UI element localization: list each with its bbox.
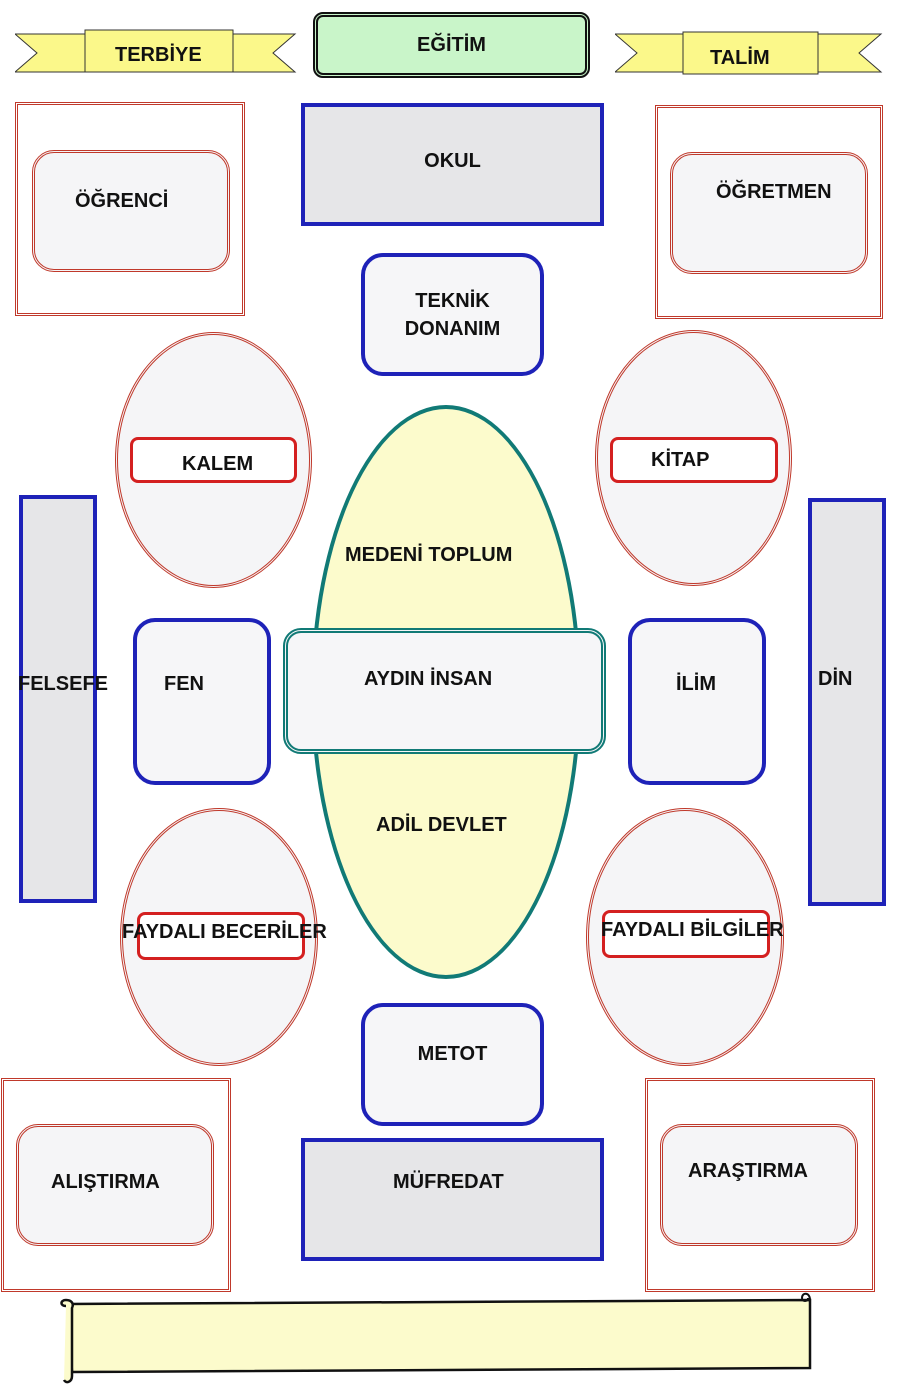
curriculum-label: MÜFREDAT <box>393 1171 504 1193</box>
corner-box-top-right <box>670 152 868 274</box>
oval-label-top-left: KALEM <box>182 453 254 475</box>
corner-box-top-left <box>32 150 230 272</box>
center-label-middle: AYDIN İNSAN <box>364 668 493 690</box>
center-box <box>283 628 606 754</box>
side-label-left: FELSEFE <box>18 673 109 695</box>
corner-box-bottom-left <box>16 1124 214 1246</box>
pill-bottom-right <box>602 910 770 958</box>
center-label-top: MEDENİ TOPLUM <box>345 544 513 566</box>
oval-label-top-right: KİTAP <box>651 449 710 471</box>
method-box: METOT <box>361 1003 544 1126</box>
ribbon-right-label: TALİM <box>710 47 770 69</box>
bottom-scroll <box>60 1292 812 1384</box>
ribbon-right <box>615 31 883 75</box>
method-label: METOT <box>417 1043 488 1065</box>
corner-box-bottom-right <box>660 1124 858 1246</box>
ribbon-left-label: TERBİYE <box>115 44 202 66</box>
pill-bottom-left <box>137 912 305 960</box>
center-label-bottom: ADİL DEVLET <box>376 814 507 836</box>
curriculum-box <box>301 1138 604 1261</box>
header-center-box: EĞİTİM <box>313 12 590 78</box>
middle-box-left <box>133 618 271 785</box>
header-center-label: EĞİTİM <box>417 33 486 56</box>
side-bar-right <box>808 498 886 906</box>
corner-label-top-left: ÖĞRENCİ <box>75 190 169 212</box>
technical-label: TEKNİK DONANIM <box>404 289 501 340</box>
oval-label-bottom-right: FAYDALI BİLGİLER <box>601 919 784 941</box>
side-label-right: DİN <box>818 668 853 690</box>
school-label: OKUL <box>424 150 481 172</box>
pill-top-right <box>610 437 778 483</box>
middle-label-left: FEN <box>164 673 204 695</box>
middle-box-right <box>628 618 766 785</box>
school-box: OKUL <box>301 103 604 226</box>
corner-label-top-right: ÖĞRETMEN <box>716 181 832 203</box>
corner-label-bottom-left: ALIŞTIRMA <box>51 1171 160 1193</box>
middle-label-right: İLİM <box>676 673 716 695</box>
technical-box: TEKNİK DONANIM <box>361 253 544 376</box>
pill-top-left <box>130 437 297 483</box>
corner-label-bottom-right: ARAŞTIRMA <box>688 1160 808 1182</box>
oval-label-bottom-left: FAYDALI BECERİLER <box>122 921 327 943</box>
ribbon-left <box>15 29 297 73</box>
side-bar-left <box>19 495 97 903</box>
